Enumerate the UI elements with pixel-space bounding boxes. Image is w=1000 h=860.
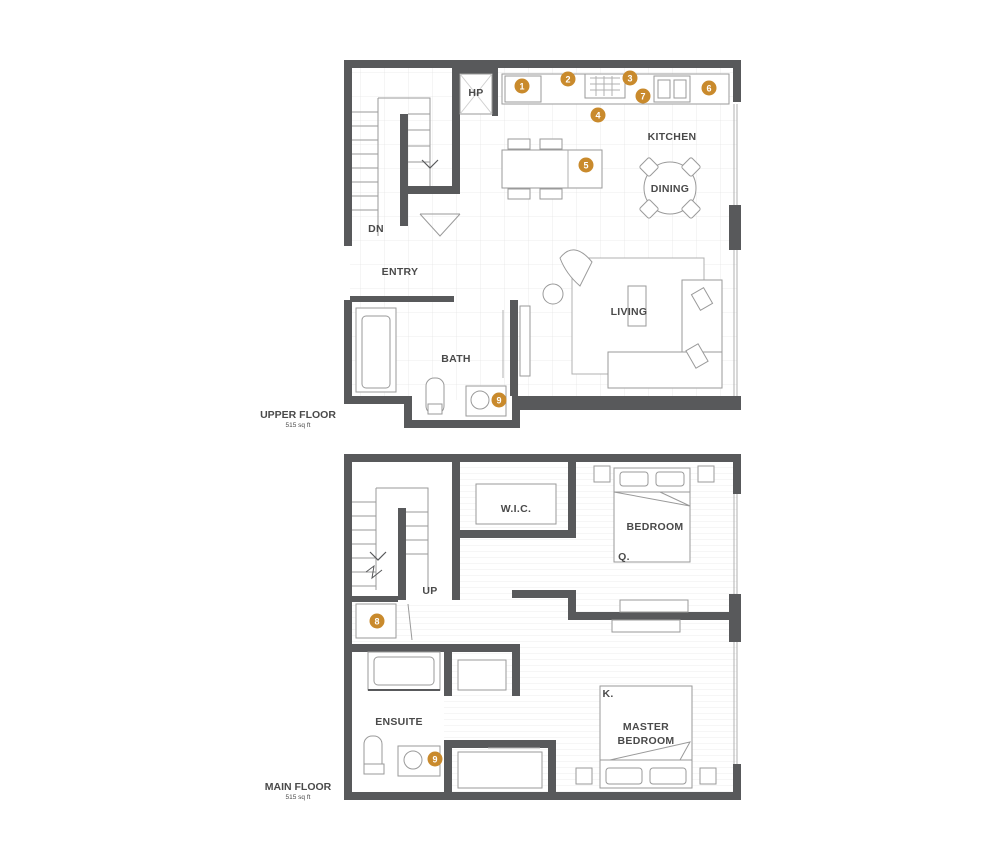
upper-floor-title: UPPER FLOOR — [260, 409, 336, 421]
kitchen-label: KITCHEN — [648, 131, 697, 143]
bedroom-bed — [593, 465, 715, 613]
hp-cross — [459, 73, 493, 115]
ensuite-label: ENSUITE — [375, 716, 423, 728]
ensuite-fixtures — [363, 651, 441, 777]
upper-floor-plan: HP KITCHEN DINING DN ENTRY LIVING BATH 1… — [260, 60, 741, 429]
main-floor-plan: W.I.C. BEDROOM Q. UP ENSUITE K. MASTER B… — [265, 454, 741, 801]
main-walls — [344, 454, 741, 800]
main-stair — [352, 487, 429, 590]
living-label: LIVING — [611, 306, 648, 318]
svg-text:5: 5 — [583, 161, 588, 171]
marker-8: 8 — [369, 613, 385, 629]
entry-label: ENTRY — [382, 266, 419, 278]
bath-label: BATH — [441, 353, 471, 365]
marker-3: 3 — [622, 70, 638, 86]
svg-text:9: 9 — [496, 396, 501, 406]
marker-7: 7 — [635, 88, 651, 104]
upper-stair — [352, 97, 439, 236]
wic-closet — [475, 483, 560, 535]
master-label-line1: MASTER — [623, 721, 669, 733]
living-panel — [519, 305, 531, 377]
marker-9-upper: 9 — [491, 392, 507, 408]
living-furniture — [542, 249, 723, 389]
svg-text:2: 2 — [565, 75, 570, 85]
svg-text:9: 9 — [432, 755, 437, 765]
up-label: UP — [422, 585, 437, 597]
kitchen-counter — [501, 73, 730, 105]
master-bed — [575, 619, 717, 789]
main-windows — [733, 494, 738, 764]
upper-walls — [344, 60, 741, 428]
bedroom-label: BEDROOM — [627, 521, 684, 533]
marker-2: 2 — [560, 71, 576, 87]
svg-text:7: 7 — [640, 92, 645, 102]
marker-5: 5 — [578, 157, 594, 173]
dining-label: DINING — [651, 183, 690, 195]
master-closets — [457, 659, 543, 789]
svg-text:6: 6 — [706, 84, 711, 94]
master-label-line2: BEDROOM — [618, 735, 675, 747]
main-floor-title: MAIN FLOOR — [265, 781, 332, 793]
upper-closet-door — [419, 213, 461, 237]
svg-text:3: 3 — [627, 74, 632, 84]
marker-4: 4 — [590, 107, 606, 123]
bedroom-bed-size: Q. — [618, 551, 630, 563]
dn-label: DN — [368, 223, 384, 235]
master-bed-size: K. — [602, 688, 613, 700]
storage-door — [407, 603, 413, 641]
upper-windows — [733, 104, 738, 396]
upper-floor-area: 515 sq ft — [286, 422, 311, 429]
marker-9-main: 9 — [427, 751, 443, 767]
dining-set — [639, 157, 701, 219]
hp-label: HP — [468, 87, 483, 99]
svg-text:4: 4 — [595, 111, 600, 121]
main-floor-area: 515 sq ft — [286, 794, 311, 801]
wic-label: W.I.C. — [501, 503, 531, 515]
svg-text:1: 1 — [519, 82, 524, 92]
marker-6: 6 — [701, 80, 717, 96]
upper-markers: 1 2 3 4 5 6 7 9 — [491, 70, 717, 408]
marker-1: 1 — [514, 78, 530, 94]
svg-text:8: 8 — [374, 617, 379, 627]
